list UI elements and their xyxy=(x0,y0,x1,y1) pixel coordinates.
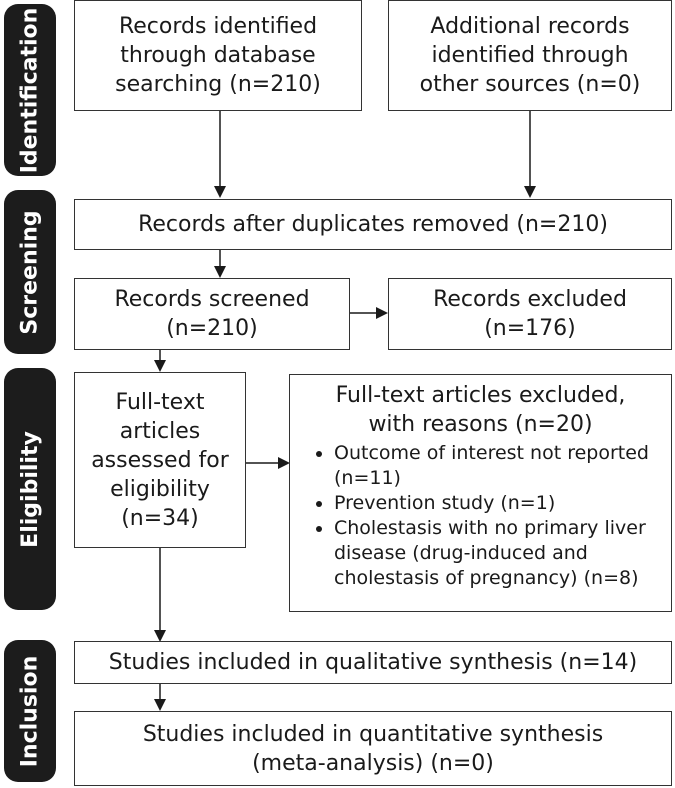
other-line-3: other sources (n=0) xyxy=(419,72,641,97)
stage-identification: Identification xyxy=(4,4,56,176)
db-line-3: searching (n=210) xyxy=(115,72,321,97)
quant-line-2: (meta-analysis) (n=0) xyxy=(252,750,494,776)
box-records-screened: Records screened (n=210) xyxy=(74,278,350,350)
excluded-line-2: (n=176) xyxy=(484,316,576,341)
excluded-line-1: Records excluded xyxy=(433,287,627,312)
fulltext-line-5: (n=34) xyxy=(121,505,199,531)
dedup-line-1: Records after duplicates removed (n=210) xyxy=(138,212,608,237)
stage-eligibility: Eligibility xyxy=(4,368,56,610)
fte-title-line-2: with reasons (n=20) xyxy=(368,412,593,437)
fte-title-line-1: Full-text articles excluded, xyxy=(335,383,626,408)
exclusion-reasons-list: Outcome of interest not reported (n=11) … xyxy=(296,441,665,591)
stage-inclusion: Inclusion xyxy=(4,640,56,782)
box-other-sources: Additional records identified through ot… xyxy=(388,0,672,111)
other-line-2: identified through xyxy=(431,43,629,68)
other-line-1: Additional records xyxy=(430,14,630,39)
exclusion-reason: Outcome of interest not reported (n=11) xyxy=(334,441,665,491)
db-line-1: Records identified xyxy=(118,14,318,39)
box-qualitative-synthesis: Studies included in qualitative synthesi… xyxy=(74,641,672,684)
quant-line-1: Studies included in quantitative synthes… xyxy=(142,721,604,747)
qual-line-1: Studies included in qualitative synthesi… xyxy=(108,650,638,675)
fulltext-line-4: eligibility xyxy=(110,476,210,502)
box-database-search: Records identified through database sear… xyxy=(74,0,362,111)
stage-screening: Screening xyxy=(4,190,56,354)
box-fulltext-excluded: Full-text articles excluded, with reason… xyxy=(289,374,672,612)
screened-line-2: (n=210) xyxy=(166,316,258,341)
box-after-duplicates: Records after duplicates removed (n=210) xyxy=(74,199,672,250)
box-records-excluded: Records excluded (n=176) xyxy=(388,278,672,350)
exclusion-reason: Cholestasis with no primary liver diseas… xyxy=(334,516,665,591)
box-quantitative-synthesis: Studies included in quantitative synthes… xyxy=(74,711,672,786)
exclusion-reason: Prevention study (n=1) xyxy=(334,491,665,516)
box-fulltext-assessed: Full-text articles assessed for eligibil… xyxy=(74,372,246,548)
screened-line-1: Records screened xyxy=(114,287,310,312)
fulltext-line-2: articles xyxy=(119,418,201,444)
fulltext-line-3: assessed for xyxy=(91,447,229,473)
fulltext-line-1: Full-text xyxy=(115,389,205,415)
db-line-2: through database xyxy=(120,43,316,68)
